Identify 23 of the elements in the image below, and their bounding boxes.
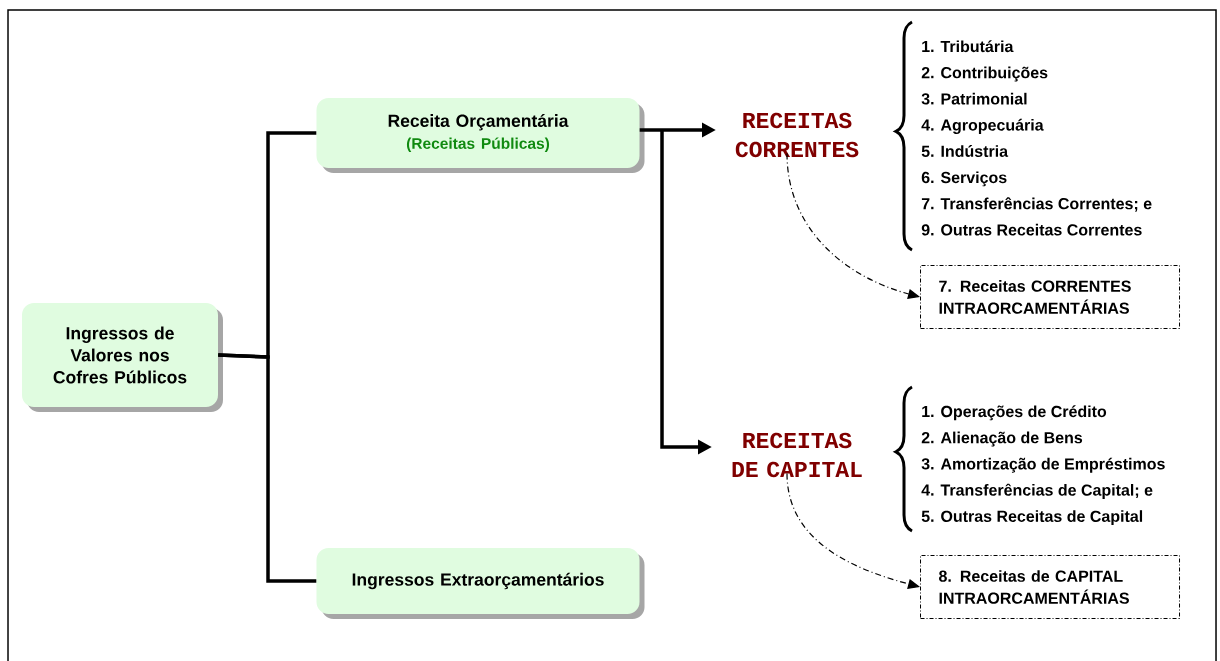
connector-line	[218, 353, 317, 583]
list-item: 3. Patrimonial	[921, 92, 1027, 105]
list-item: 7. Transferências Correntes; e	[921, 197, 1152, 212]
list-item: 6. Serviços	[921, 171, 1007, 187]
list-item: 3. Amortização de Empréstimos	[921, 457, 1165, 473]
process-box: Ingressos de Valores nos Cofres Públicos	[22, 303, 223, 412]
list-item: 5. Outras Receitas de Capital	[921, 510, 1143, 526]
dashed-box: 7. Receitas CORRENTES INTRAORCAMENTÁRIAS	[920, 265, 1180, 329]
list-item: 1. Tributária	[922, 40, 1014, 53]
list-item: 9. Outras Receitas Correntes	[921, 223, 1142, 236]
dashed-box: 8. Receitas de CAPITAL INTRAORCAMENTÁRIAS	[920, 555, 1180, 619]
process-box: Ingressos Extraorçamentários	[316, 548, 645, 619]
list-item: 4. Transferências de Capital; e	[921, 483, 1153, 499]
arrow	[786, 472, 920, 589]
list-item: 2. Contribuições	[921, 66, 1048, 82]
process-box: Receita Orçamentária (Receitas Públicas)	[316, 98, 645, 173]
category-heading: RECEITAS DE CAPITAL	[732, 432, 862, 478]
category-heading: RECEITAS CORRENTES	[735, 112, 859, 158]
list-item: 4. Agropecuária	[921, 118, 1044, 134]
list-item: 2. Alienação de Bens	[921, 431, 1083, 447]
list-item: 5. Indústria	[921, 145, 1009, 157]
list-item: 1. Operações de Crédito	[922, 405, 1107, 421]
arrow	[786, 152, 920, 299]
